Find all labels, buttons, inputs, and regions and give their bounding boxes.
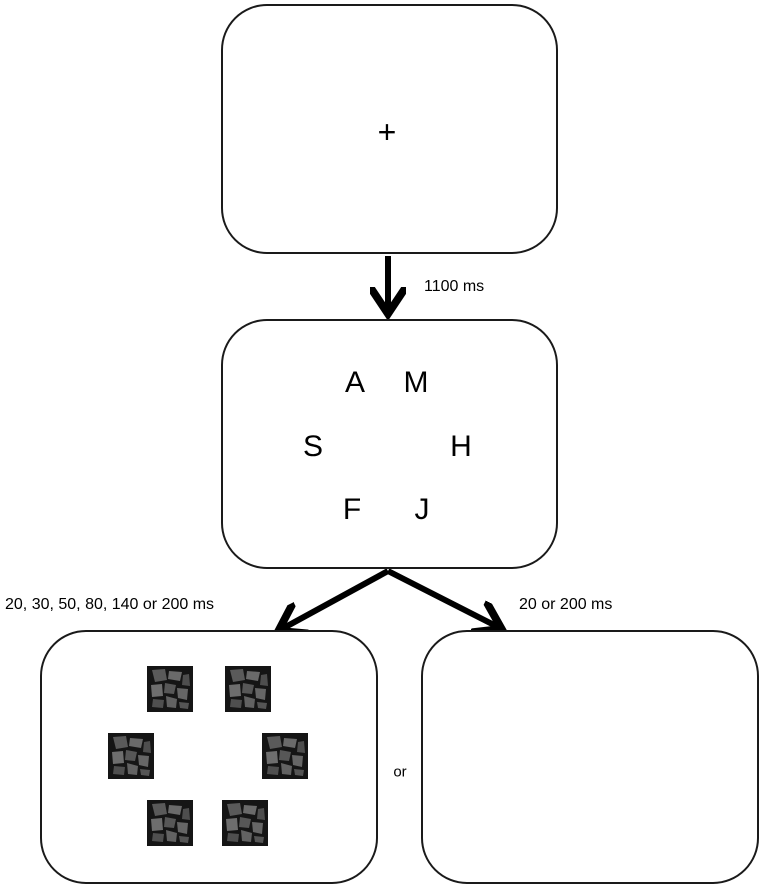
letter-bottom-right: J [414, 493, 430, 526]
arrow-letters-to-mask [280, 568, 390, 630]
letter-bottom-left: F [342, 493, 362, 526]
fixation-duration-label: 1100 ms [424, 278, 485, 295]
mask-patch-middle-left [108, 733, 154, 779]
letter-middle-right: H [450, 430, 472, 463]
arrow-letters-to-blank [386, 568, 500, 628]
blank-duration-label: 20 or 200 ms [519, 596, 613, 613]
mask-patch-top-right [225, 666, 271, 712]
fixation-screen [221, 4, 558, 254]
mask-duration-label: 20, 30, 50, 80, 140 or 200 ms [5, 596, 215, 613]
letter-middle-left: S [302, 430, 324, 463]
letter-array-screen [221, 319, 558, 569]
mask-patch-bottom-right [222, 800, 268, 846]
or-label: or [393, 763, 407, 781]
mask-patch-bottom-left [147, 800, 193, 846]
letter-top-right: M [403, 366, 429, 399]
fixation-cross: + [377, 114, 397, 150]
mask-screen [40, 630, 378, 884]
mask-patch-middle-right [262, 733, 308, 779]
letter-top-left: A [344, 366, 366, 399]
mask-patch-top-left [147, 666, 193, 712]
blank-screen [421, 630, 759, 884]
